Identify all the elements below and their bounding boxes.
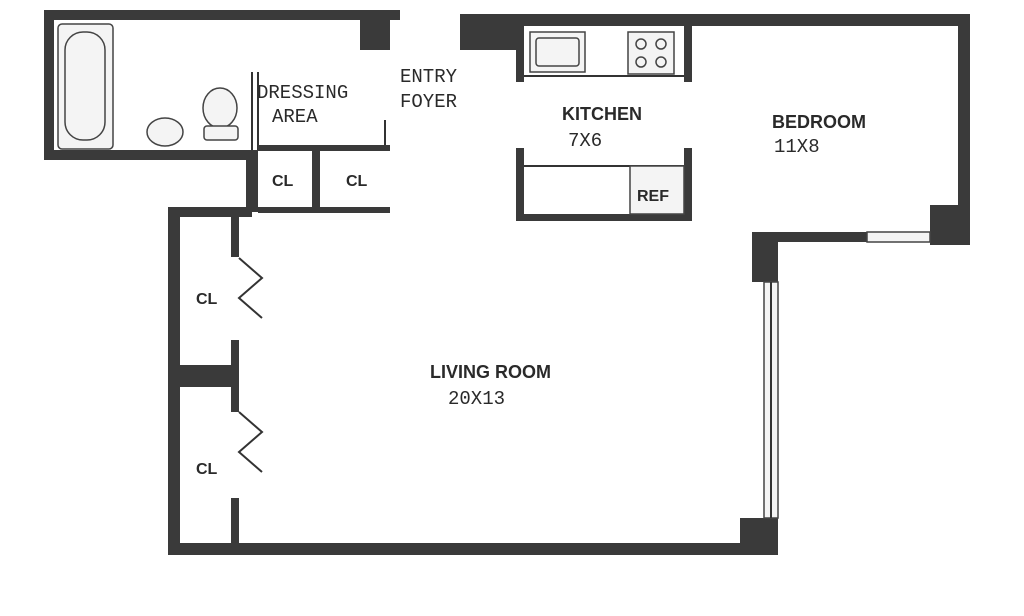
kitchen-sink-basin [535,37,580,67]
stove [627,31,675,75]
wall [752,232,778,282]
wall [958,14,970,244]
stove-burner [635,38,647,50]
bedroom-label: BEDROOM [772,112,866,132]
wall [258,207,390,213]
wall [258,145,390,151]
closet-divider-wall [180,365,235,387]
bifold-door [237,257,264,319]
wall [930,205,970,245]
closet-label-top-right: CL [346,173,368,190]
wall [516,148,524,220]
wall [168,207,252,217]
bathroom [44,10,400,160]
wall [168,543,778,555]
toilet [202,87,238,129]
wall [44,150,254,160]
stove-burner [635,56,647,68]
stove-burner [655,56,667,68]
wall [44,10,54,160]
bathtub-basin [64,31,106,141]
refrigerator-label: REF [637,188,669,205]
wall [516,214,692,221]
bedroom-size: 11X8 [774,136,820,158]
wall [44,10,400,20]
wall [752,232,867,242]
wall [168,207,180,553]
wall [684,148,692,220]
living-room-size: 20X13 [448,388,505,410]
stove-burner [655,38,667,50]
top-closets [246,145,390,213]
wall [231,340,239,412]
wall [231,498,239,543]
wall [516,26,524,82]
dressing-label-line2: AREA [272,106,318,128]
bedroom-window [866,231,931,243]
closet-label-top-left: CL [272,173,294,190]
closet-label-living-lower: CL [196,461,218,478]
wall [312,145,320,212]
wall [360,10,390,50]
living-room [168,207,779,555]
wall [246,150,258,212]
kitchen [460,14,970,221]
wall [684,26,692,82]
wall [740,518,778,555]
kitchen-size: 7X6 [568,130,602,152]
refrigerator [629,165,685,215]
kitchen-label: KITCHEN [562,104,642,124]
dressing-label-line1: DRESSING [257,82,348,104]
bathroom-sink [146,117,184,147]
entry-label-line2: FOYER [400,91,457,113]
wall [460,14,970,26]
closet-label-living-upper: CL [196,291,218,308]
entry-label-line1: ENTRY [400,66,458,88]
bifold-door [237,411,264,473]
toilet-tank [203,125,239,141]
bedroom [752,14,970,282]
wall [231,217,239,257]
living-room-label: LIVING ROOM [430,362,551,382]
